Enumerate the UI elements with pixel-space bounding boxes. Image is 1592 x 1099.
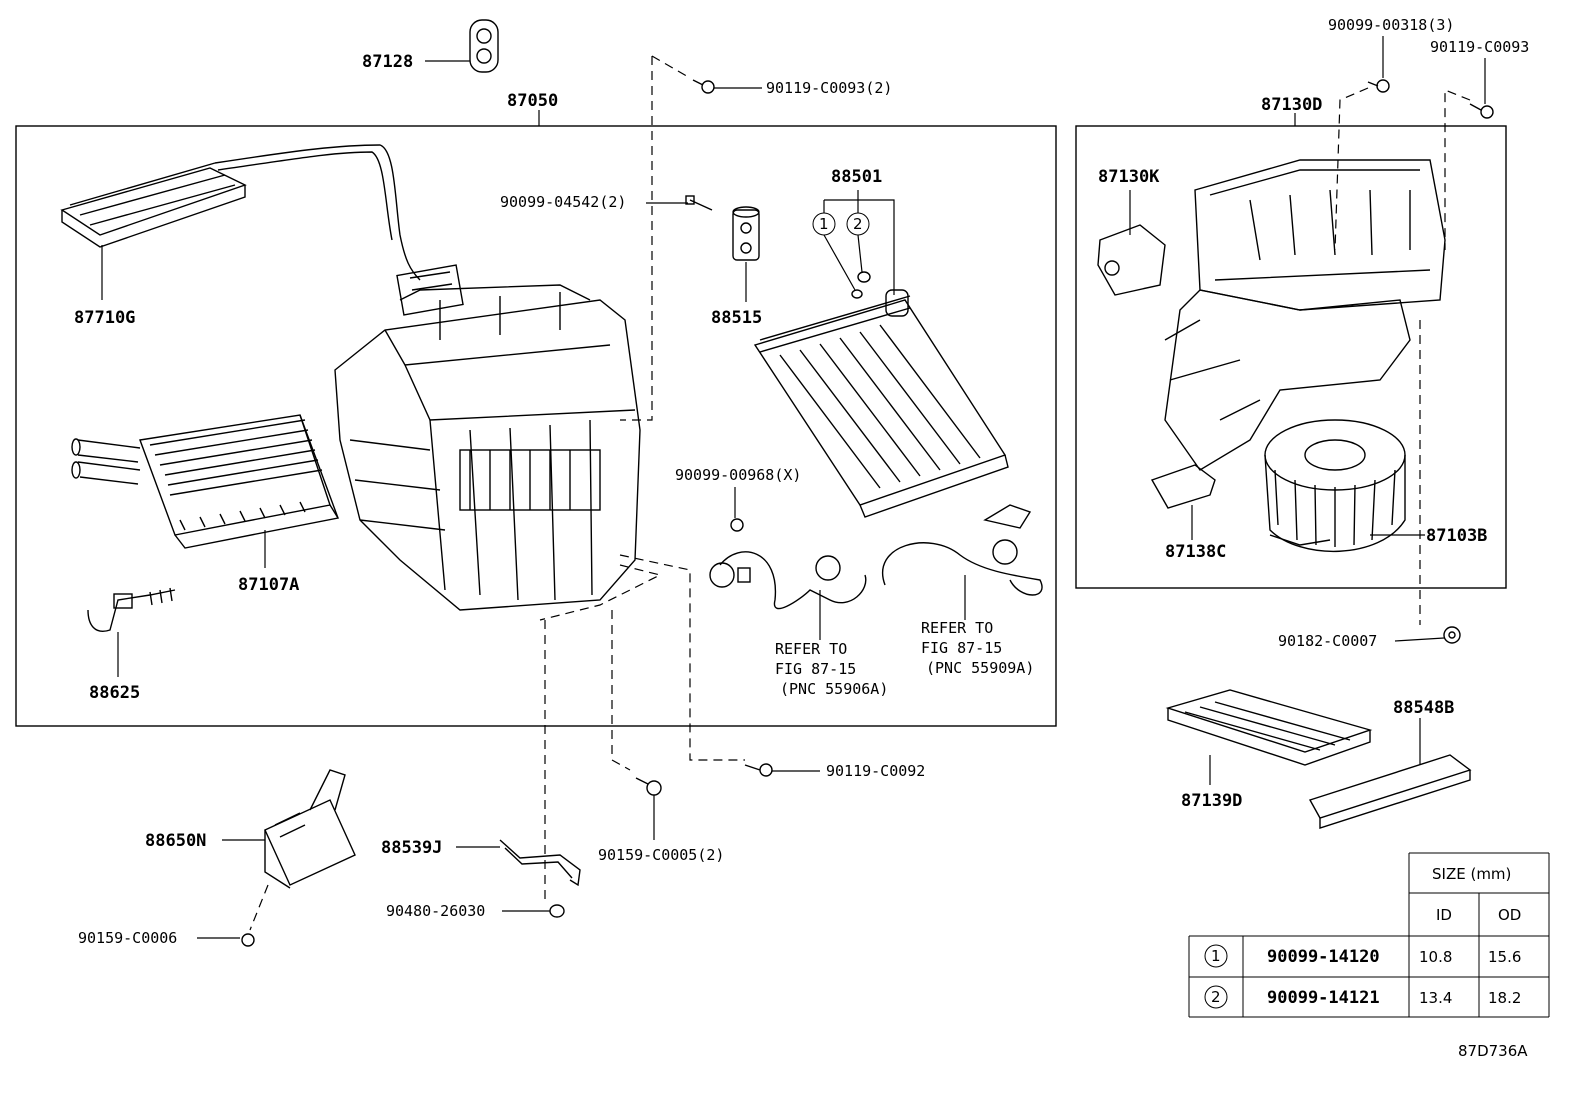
callout-88539j[interactable]: 88539J: [381, 838, 442, 858]
callout-87130k[interactable]: 87130K: [1098, 167, 1160, 187]
hvac-case-assembly[interactable]: [334, 284, 641, 611]
size-row-2-od: 18.2: [1488, 989, 1521, 1007]
size-row-2-id: 13.4: [1419, 989, 1452, 1007]
callout-87130d[interactable]: 87130D: [1261, 95, 1322, 115]
size-table-col-id: ID: [1436, 906, 1452, 924]
callout-88625[interactable]: 88625: [89, 683, 140, 703]
callout-90159-c0006[interactable]: 90159-C0006: [78, 929, 177, 947]
refer-note-1-line2: FIG 87-15: [775, 660, 856, 678]
actuator-87130k[interactable]: [1097, 224, 1166, 296]
sensor-wire-55909a[interactable]: [882, 504, 1043, 596]
refer-note-2-line1: REFER TO: [921, 619, 993, 637]
callout-90099-00968-x[interactable]: 90099-00968(X): [675, 466, 801, 484]
size-row-2-part[interactable]: 90099-14121: [1267, 988, 1380, 1008]
refer-note-2-line3: (PNC 55909A): [926, 659, 1034, 677]
heater-core-87107a[interactable]: [71, 414, 340, 549]
drain-hose-88539j[interactable]: [499, 839, 581, 887]
callout-90119-c0092[interactable]: 90119-C0092: [826, 762, 925, 780]
refer-note-2-line2: FIG 87-15: [921, 639, 1002, 657]
callout-90099-04542-2[interactable]: 90099-04542(2): [500, 193, 626, 211]
callout-87138c[interactable]: 87138C: [1165, 542, 1226, 562]
callout-90119-c0093-2[interactable]: 90119-C0093(2): [766, 79, 892, 97]
callout-88548b[interactable]: 88548B: [1393, 698, 1454, 718]
evaporator-88501[interactable]: [753, 289, 1009, 518]
size-row-2-index: 2: [1211, 988, 1221, 1006]
assembly-frame-87050: [15, 125, 1057, 727]
o-ring-1[interactable]: [851, 289, 863, 299]
screw-90119-c0092[interactable]: [744, 763, 773, 777]
callout-87139d[interactable]: 87139D: [1181, 791, 1242, 811]
callout-90119-c0093[interactable]: 90119-C0093: [1430, 38, 1529, 56]
screw-90099-04542[interactable]: [685, 195, 713, 211]
grommet-87128[interactable]: [469, 19, 499, 73]
size-row-1-od: 15.6: [1488, 948, 1521, 966]
clip-90480-26030[interactable]: [549, 904, 565, 918]
blower-controller-88650n[interactable]: [264, 769, 356, 889]
diagram-id: 87D736A: [1458, 1042, 1528, 1060]
circled-2-marker: 2: [853, 215, 863, 233]
callout-88650n[interactable]: 88650N: [145, 831, 206, 851]
refer-note-1-line3: (PNC 55906A): [780, 680, 888, 698]
size-row-1-index: 1: [1211, 947, 1221, 965]
expansion-valve-88515[interactable]: [732, 206, 760, 261]
screw-90119-c0093-2[interactable]: [692, 79, 715, 94]
size-row-1-part[interactable]: 90099-14120: [1267, 947, 1380, 967]
resistor-87138c[interactable]: [1150, 464, 1216, 509]
callout-87107a[interactable]: 87107A: [238, 575, 299, 595]
cover-88548b[interactable]: [1308, 754, 1472, 829]
screw-90159-c0006[interactable]: [241, 933, 255, 947]
blower-case-87130d[interactable]: [1164, 159, 1446, 471]
blower-motor-87103b[interactable]: [1264, 419, 1406, 552]
callout-90182-c0007[interactable]: 90182-C0007: [1278, 632, 1377, 650]
callout-87710g[interactable]: 87710G: [74, 308, 135, 328]
size-row-1-id: 10.8: [1419, 948, 1452, 966]
screw-90099-00318-3[interactable]: [1367, 79, 1390, 93]
callout-88501[interactable]: 88501: [831, 167, 882, 187]
callout-87050[interactable]: 87050: [507, 91, 558, 111]
callout-90480-26030[interactable]: 90480-26030: [386, 902, 485, 920]
size-table: [1188, 852, 1550, 1018]
circled-1-marker: 1: [819, 215, 829, 233]
screw-90119-c0093[interactable]: [1469, 103, 1494, 119]
sensor-wire-55906a[interactable]: [709, 551, 867, 610]
callout-90159-c0005-2[interactable]: 90159-C0005(2): [598, 846, 724, 864]
callout-90099-00318-3[interactable]: 90099-00318(3): [1328, 16, 1454, 34]
sensor-88625[interactable]: [87, 587, 176, 632]
harness-87710g[interactable]: [60, 144, 464, 316]
callout-87103b[interactable]: 87103B: [1426, 526, 1487, 546]
assembly-frame-87130d: [1075, 125, 1507, 589]
bolt-90099-00968[interactable]: [730, 518, 744, 532]
filter-87139d[interactable]: [1165, 689, 1373, 766]
nut-90182-c0007[interactable]: [1443, 626, 1461, 644]
screw-90159-c0005-2[interactable]: [635, 777, 662, 796]
callout-87128[interactable]: 87128: [362, 52, 413, 72]
o-ring-2[interactable]: [857, 271, 871, 283]
refer-note-1-line1: REFER TO: [775, 640, 847, 658]
size-table-header: SIZE (mm): [1432, 865, 1511, 883]
callout-88515[interactable]: 88515: [711, 308, 762, 328]
size-table-col-od: OD: [1498, 906, 1521, 924]
